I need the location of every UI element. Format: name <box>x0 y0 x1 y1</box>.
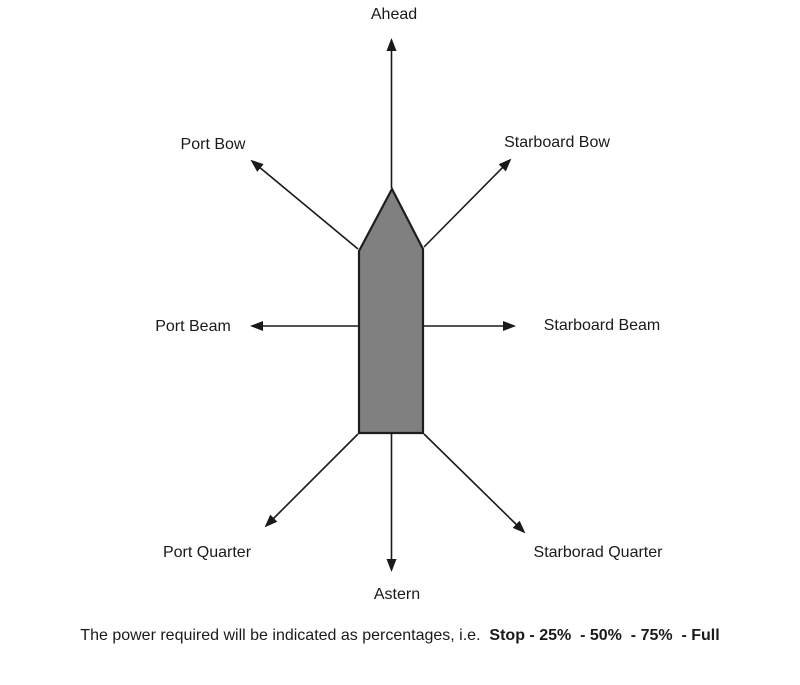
starboard-quarter-arrow <box>423 433 526 534</box>
label-port-bow: Port Bow <box>180 136 246 153</box>
label-port-beam: Port Beam <box>155 318 231 335</box>
ship-hull <box>357 186 425 435</box>
label-starboard-bow: Starboard Bow <box>504 134 610 151</box>
label-starboard-beam: Starboard Beam <box>543 317 661 334</box>
starboard-bow-arrow <box>423 158 512 248</box>
label-starboard-quarter: Starborad Quarter <box>533 544 663 561</box>
power-caption-text: The power required will be indicated as … <box>80 627 490 644</box>
label-astern: Astern <box>373 586 421 603</box>
label-ahead: Ahead <box>370 6 418 23</box>
power-caption: The power required will be indicated as … <box>0 625 800 647</box>
port-bow-arrow <box>250 159 359 250</box>
port-quarter-arrow <box>264 433 359 528</box>
power-caption-levels: Stop - 25% - 50% - 75% - Full <box>489 627 720 644</box>
label-port-quarter: Port Quarter <box>162 544 252 561</box>
